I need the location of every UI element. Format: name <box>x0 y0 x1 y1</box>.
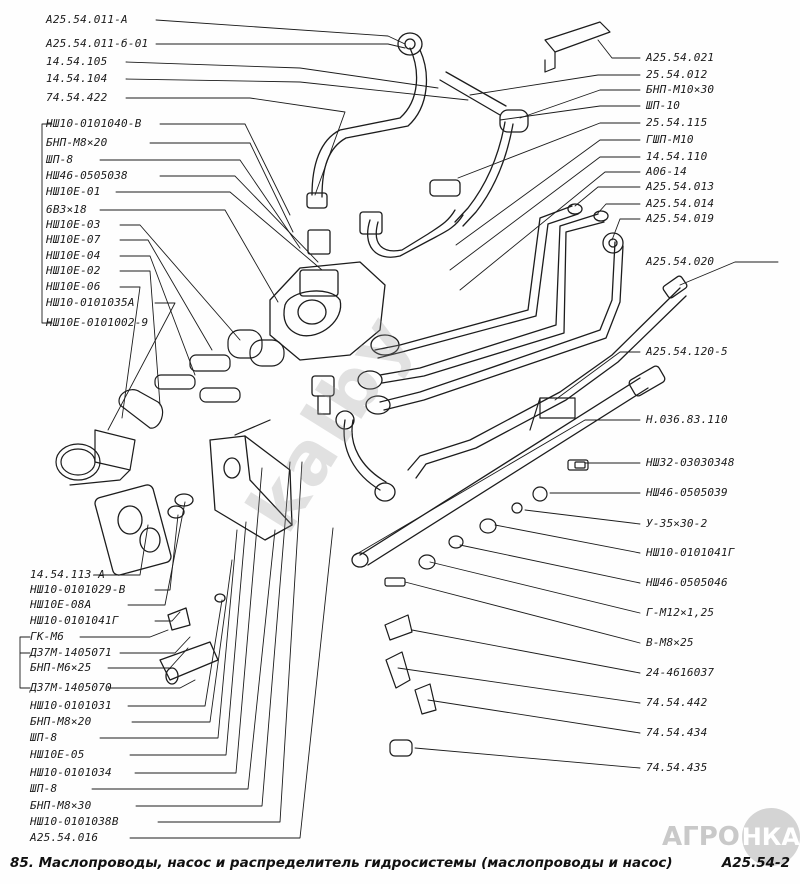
part-label: БНП-М6×25 <box>30 661 92 674</box>
part-label: НШ10-0101038В <box>30 815 119 828</box>
pipe-middle-union <box>359 71 529 258</box>
part-label: НШ10Е-0101002-9 <box>46 316 149 329</box>
part-label: А25.54.011-б-01 <box>46 37 149 50</box>
part-label: 74.54.434 <box>646 726 708 739</box>
part-label: БНП-М8×20 <box>30 715 92 728</box>
part-label: А25.54.120-5 <box>646 345 728 358</box>
part-label: А25.54.020 <box>646 255 715 268</box>
agronka-logo: АГРО НКА <box>662 808 800 866</box>
part-label: ГК-М6 <box>30 630 65 643</box>
part-label: У-35×30-2 <box>646 517 708 530</box>
caption-number: 85. <box>10 855 34 871</box>
part-label: А25.54.019 <box>646 212 715 225</box>
part-label: НШ46-0505046 <box>646 576 728 589</box>
part-label: ШП-8 <box>46 153 74 166</box>
part-label: НШ46-0505039 <box>646 486 728 499</box>
part-label: В-М8×25 <box>646 636 694 649</box>
part-label: ДЗ7М-1405070 <box>30 681 112 694</box>
part-label: НШ10-0101029-В <box>30 583 126 596</box>
caption-title: 85. Маслопроводы, насос и распределитель… <box>10 855 673 871</box>
part-label: НШ10Е-06 <box>46 280 101 293</box>
part-label: НШ10Е-08А <box>30 598 92 611</box>
part-label: 14.54.105 <box>46 55 108 68</box>
pipe-upper-suction <box>306 32 428 209</box>
part-label: 25.54.012 <box>646 68 708 81</box>
part-label: 74.54.435 <box>646 761 708 774</box>
part-label: ГШП-М10 <box>646 133 694 146</box>
part-label: БНП-М8×20 <box>46 136 108 149</box>
part-label: БНП-М8×30 <box>30 799 92 812</box>
part-label: НШ10-0101041Г <box>646 546 735 559</box>
part-label: А25.54.013 <box>646 180 715 193</box>
part-label: НШ10Е-01 <box>46 185 101 198</box>
logo-text-left: АГРО <box>662 822 740 852</box>
part-label: НШ10Е-02 <box>46 264 101 277</box>
part-label: ДЗ7М-1405071 <box>30 646 112 659</box>
part-label: НШ10-0101041Г <box>30 614 119 627</box>
part-label: 74.54.442 <box>646 696 708 709</box>
part-label: 14.54.104 <box>46 72 108 85</box>
part-label: НШ10-0101035А <box>46 296 135 309</box>
part-label: 14.54.110 <box>646 150 708 163</box>
part-label: А25.54.021 <box>646 51 715 64</box>
part-label: А06-14 <box>646 165 687 178</box>
leader-lines-right <box>354 39 779 769</box>
part-label: БНП-М10×30 <box>646 83 715 96</box>
part-label: НШ10-0101040-В <box>46 117 142 130</box>
part-label: 24-4616037 <box>646 666 715 679</box>
part-label: ШП-8 <box>30 782 58 795</box>
pump-gears <box>55 329 285 481</box>
part-label: А25.54.011-А <box>46 13 128 26</box>
pipe-long-diagonal <box>335 275 688 568</box>
part-label: НШ10Е-03 <box>46 218 101 231</box>
figure-caption: 85. Маслопроводы, насос и распределитель… <box>10 851 790 875</box>
part-label: 14.54.113-А <box>30 568 106 581</box>
logo-text-right: НКА <box>742 808 800 866</box>
part-label: НШ10Е-07 <box>46 233 101 246</box>
part-label: НШ46-0505038 <box>46 169 128 182</box>
part-label: 25.54.115 <box>646 116 708 129</box>
part-label: НШ32-03030348 <box>646 456 735 469</box>
pump-cover <box>94 435 293 685</box>
assembly-arrows <box>69 419 271 486</box>
part-label: А25.54.016 <box>30 831 99 844</box>
part-label: 6В3×18 <box>46 203 87 216</box>
part-label: НШ10Е-04 <box>46 249 101 262</box>
part-label: А25.54.014 <box>646 197 715 210</box>
part-label: Г-М12×1,25 <box>646 606 715 619</box>
coupling-bracket <box>529 21 611 431</box>
part-label: 74.54.422 <box>46 91 108 104</box>
part-label: НШ10-0101031 <box>30 699 112 712</box>
part-label: НШ10Е-05 <box>30 748 85 761</box>
pipe-bundle-right <box>357 203 624 415</box>
small-parts <box>384 459 589 757</box>
part-label: ШП-10 <box>646 99 681 112</box>
catalog-code: А25.54-2 <box>721 855 790 871</box>
part-label: НШ10-0101034 <box>30 766 112 779</box>
part-label: Н.036.83.110 <box>646 413 728 426</box>
leader-lines-left <box>19 19 469 839</box>
caption-text: Маслопроводы, насос и распределитель гид… <box>38 855 673 871</box>
part-label: ШП-8 <box>30 731 58 744</box>
